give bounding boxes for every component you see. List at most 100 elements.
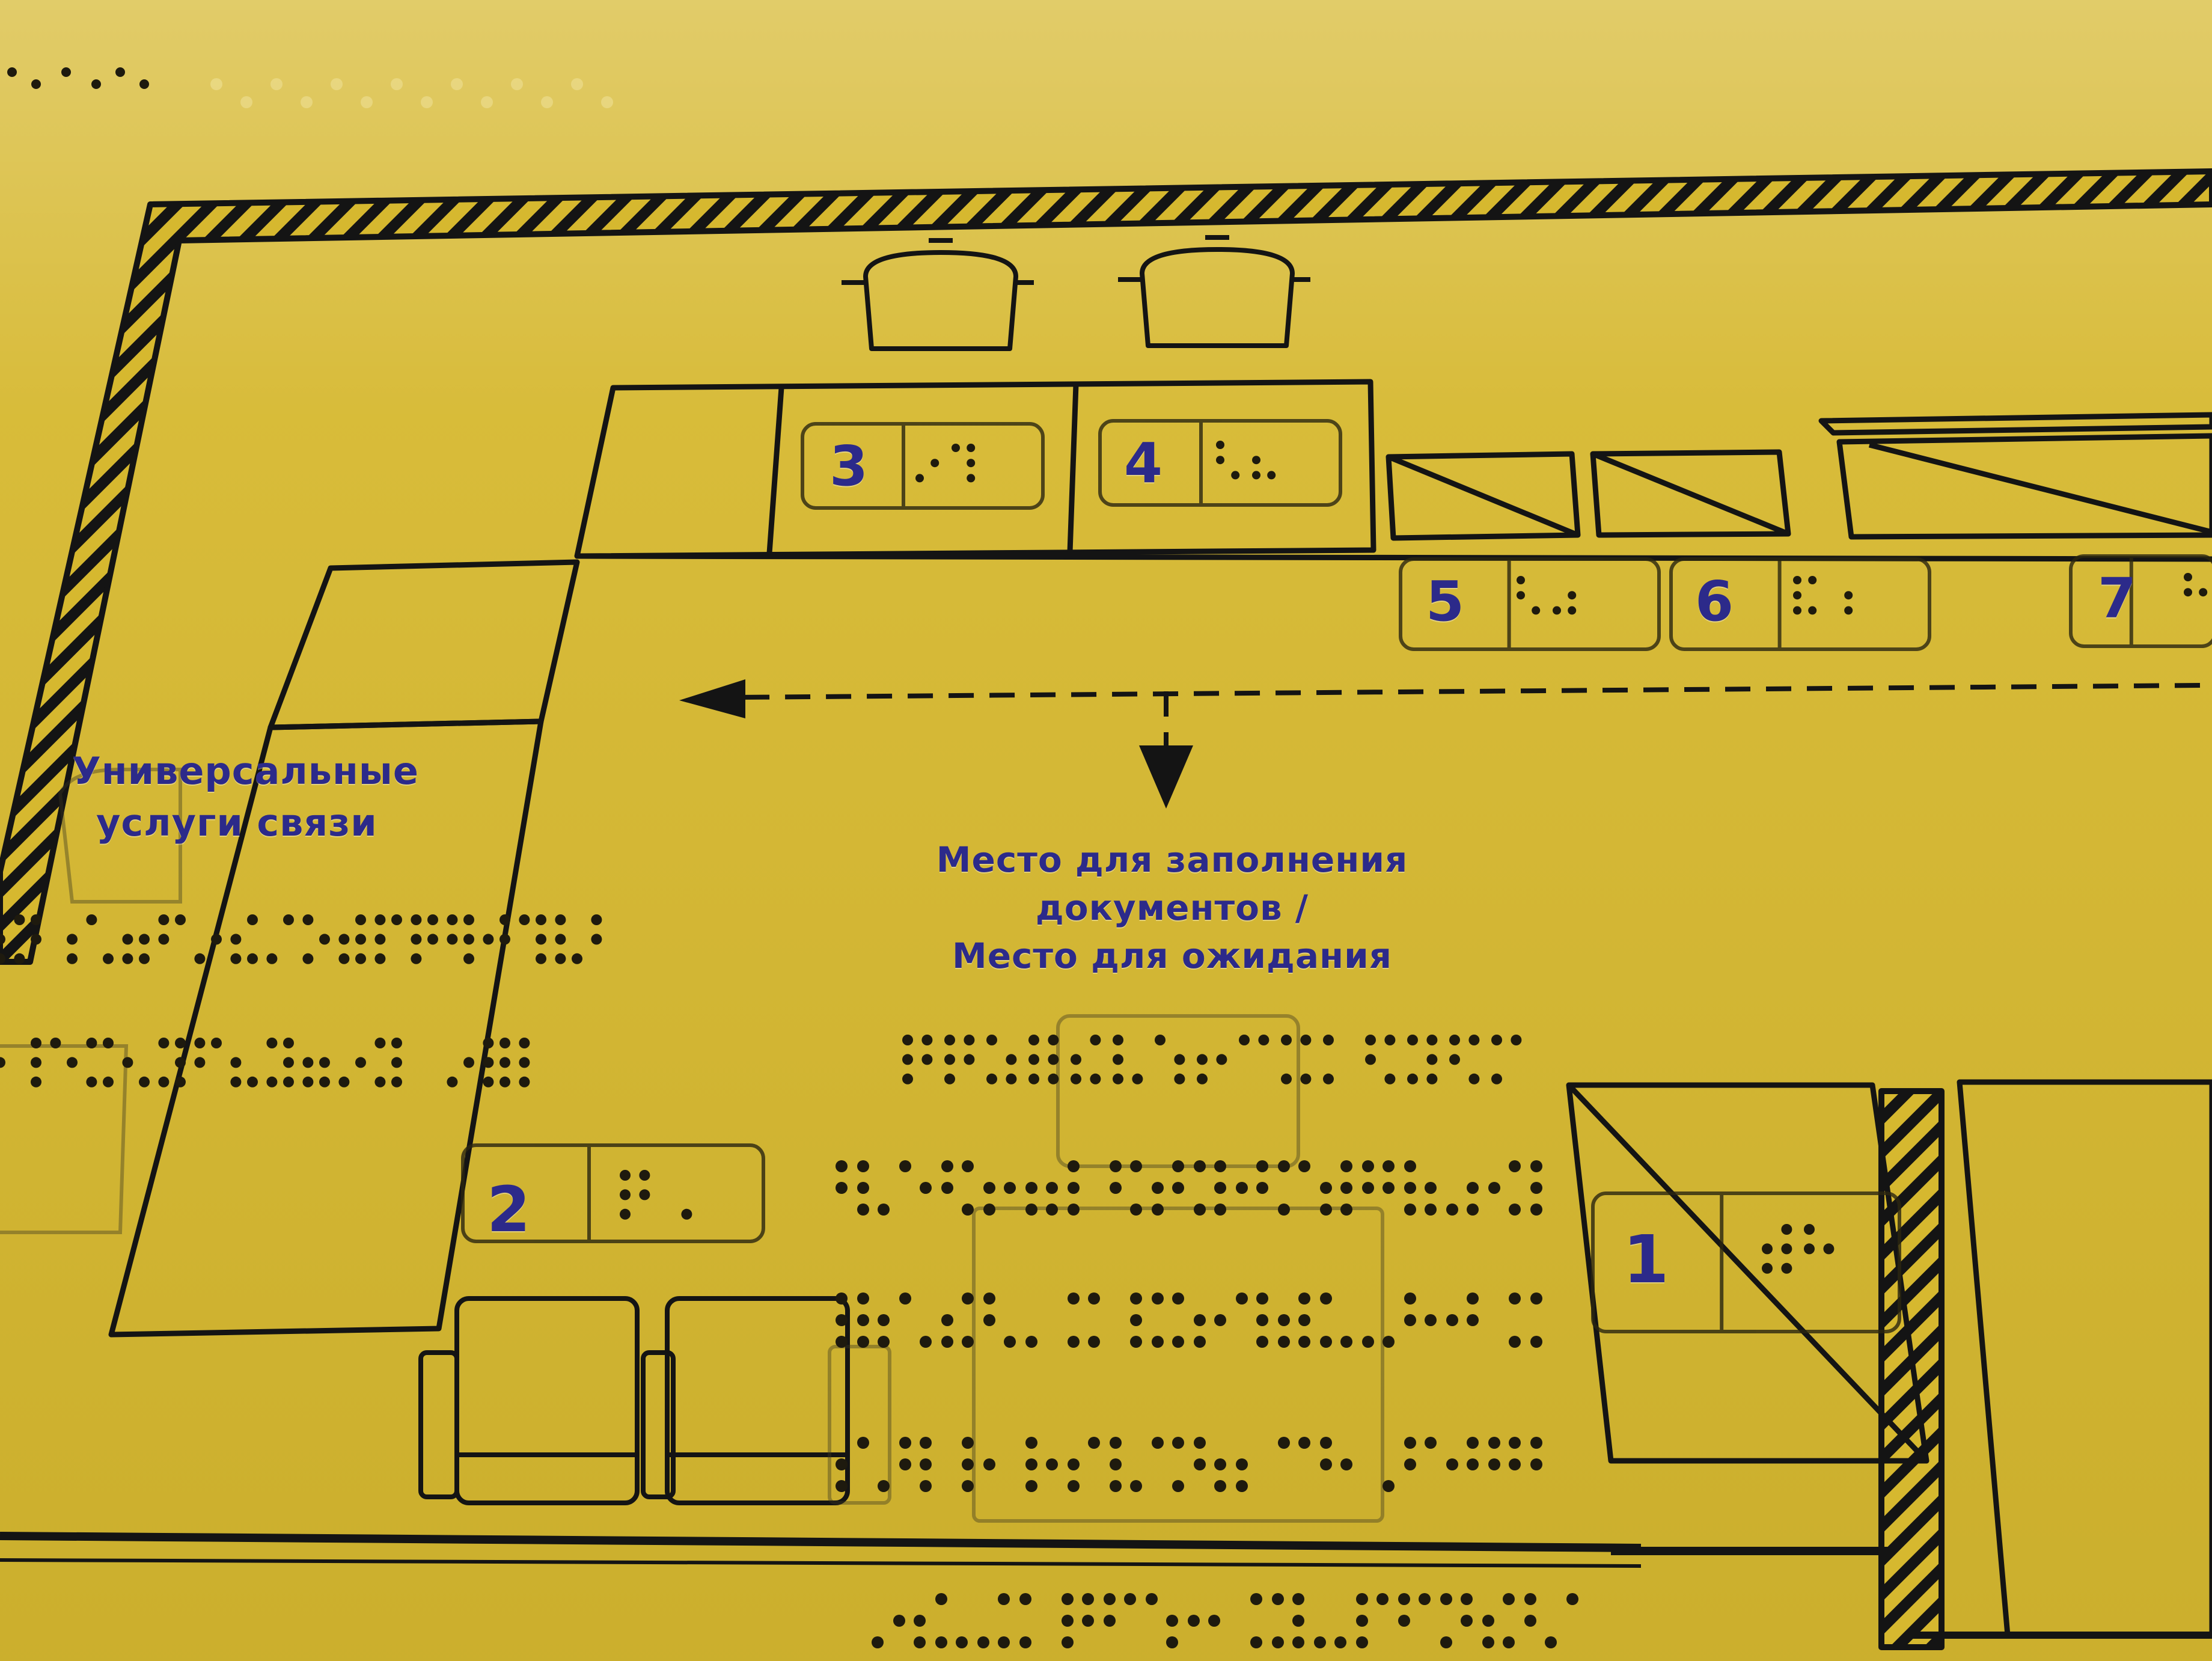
braille-dot xyxy=(1524,1593,1536,1605)
braille-dot xyxy=(1166,1615,1178,1627)
window-number-5: 5 xyxy=(1426,569,1465,634)
braille-dot xyxy=(1524,1615,1536,1627)
braille-dot xyxy=(1252,471,1260,480)
braille-reflection-dot xyxy=(331,78,343,90)
braille-dot xyxy=(463,1057,474,1068)
braille-dot xyxy=(1068,1160,1080,1172)
braille-dot xyxy=(230,934,242,945)
braille-dot xyxy=(1278,1160,1290,1172)
braille-dot xyxy=(1808,606,1817,615)
braille-dot xyxy=(1104,1615,1116,1627)
braille-dot xyxy=(1256,1160,1268,1172)
braille-dot xyxy=(1046,1458,1058,1470)
braille-dot xyxy=(1781,1262,1792,1274)
braille-dot xyxy=(956,1636,968,1648)
braille-dot xyxy=(857,1182,869,1194)
braille-dot xyxy=(67,953,78,964)
braille-dot xyxy=(139,79,149,89)
braille-dot xyxy=(31,914,41,925)
braille-dot xyxy=(1509,1336,1521,1348)
braille-dot xyxy=(1071,1054,1081,1065)
braille-dot xyxy=(836,1458,848,1470)
braille-dot xyxy=(427,934,438,945)
braille-dot xyxy=(247,1076,258,1087)
braille-dot xyxy=(283,1038,294,1048)
braille-dot xyxy=(1062,1615,1074,1627)
braille-dot xyxy=(1152,1292,1164,1305)
braille-dot xyxy=(920,1458,932,1470)
braille-dot xyxy=(1068,1204,1080,1216)
window-badge xyxy=(1098,419,1342,507)
window-number-4: 4 xyxy=(1124,431,1163,495)
braille-dot xyxy=(519,1076,530,1087)
braille-dot xyxy=(1300,1035,1312,1045)
braille-dot xyxy=(2184,588,2192,597)
braille-dot xyxy=(14,953,25,964)
braille-dot xyxy=(519,1057,530,1068)
braille-reflection-dot xyxy=(451,78,463,90)
braille-dot xyxy=(1146,1593,1158,1605)
armchair-icon xyxy=(418,1296,850,1505)
braille-dot xyxy=(878,1314,890,1326)
braille-dot xyxy=(1365,1035,1376,1045)
braille-dot xyxy=(920,1336,932,1348)
braille-reflection-dot xyxy=(421,96,433,108)
braille-dot xyxy=(1258,1035,1269,1045)
braille-dot xyxy=(158,1038,170,1048)
braille-dot xyxy=(857,1292,869,1305)
braille-dot xyxy=(1823,1243,1835,1255)
braille-dot xyxy=(1323,1035,1334,1045)
braille-dot xyxy=(921,1054,933,1065)
braille-dot xyxy=(1530,1292,1542,1305)
braille-dot xyxy=(31,934,41,945)
braille-dot xyxy=(1068,1336,1080,1348)
braille-dot xyxy=(1004,1182,1016,1194)
braille-dot xyxy=(1216,1054,1227,1065)
braille-dot xyxy=(374,1076,386,1087)
braille-dot xyxy=(302,914,314,925)
braille-dot xyxy=(1530,1204,1542,1216)
braille-dot xyxy=(915,474,924,483)
braille-dot xyxy=(986,1073,997,1084)
braille-dot xyxy=(122,953,133,964)
braille-dot xyxy=(355,1057,366,1068)
braille-dot xyxy=(1110,1160,1122,1172)
braille-dot xyxy=(158,934,170,945)
braille-dot xyxy=(857,1314,869,1326)
braille-dot xyxy=(500,1076,510,1087)
braille-dot xyxy=(1808,576,1817,584)
braille-dot xyxy=(902,1035,913,1045)
braille-dot xyxy=(1425,1437,1437,1449)
braille-dot xyxy=(1340,1204,1352,1216)
braille-dot xyxy=(1068,1458,1080,1470)
braille-dot xyxy=(1488,1458,1500,1470)
braille-dot xyxy=(1272,1636,1284,1648)
braille-dot xyxy=(1019,1636,1031,1648)
braille-dot xyxy=(962,1480,974,1492)
braille-dot xyxy=(355,953,366,964)
braille-dot xyxy=(1503,1636,1515,1648)
braille-dot xyxy=(1025,1458,1037,1470)
braille-dot xyxy=(1568,606,1577,615)
braille-dot xyxy=(1088,1437,1100,1449)
braille-dot xyxy=(1467,1292,1479,1305)
braille-dot xyxy=(1468,1035,1480,1045)
braille-dot xyxy=(1793,576,1801,584)
braille-dot xyxy=(1272,1593,1284,1605)
braille-dot xyxy=(115,67,125,77)
braille-dot xyxy=(1110,1458,1122,1470)
braille-dot xyxy=(902,1054,913,1065)
braille-dot xyxy=(374,934,386,945)
braille-dot xyxy=(1407,1035,1418,1045)
braille-dot xyxy=(483,1057,494,1068)
braille-reflection-dot xyxy=(361,96,373,108)
braille-dot xyxy=(374,914,386,925)
braille-dot xyxy=(1491,1073,1502,1084)
braille-dot xyxy=(1449,1054,1460,1065)
braille-dot xyxy=(1298,1160,1310,1172)
braille-dot xyxy=(1214,1182,1226,1194)
window-badges xyxy=(461,419,2212,1333)
braille-dot xyxy=(1340,1182,1352,1194)
braille-dot xyxy=(283,1076,294,1087)
braille-dot xyxy=(463,953,474,964)
